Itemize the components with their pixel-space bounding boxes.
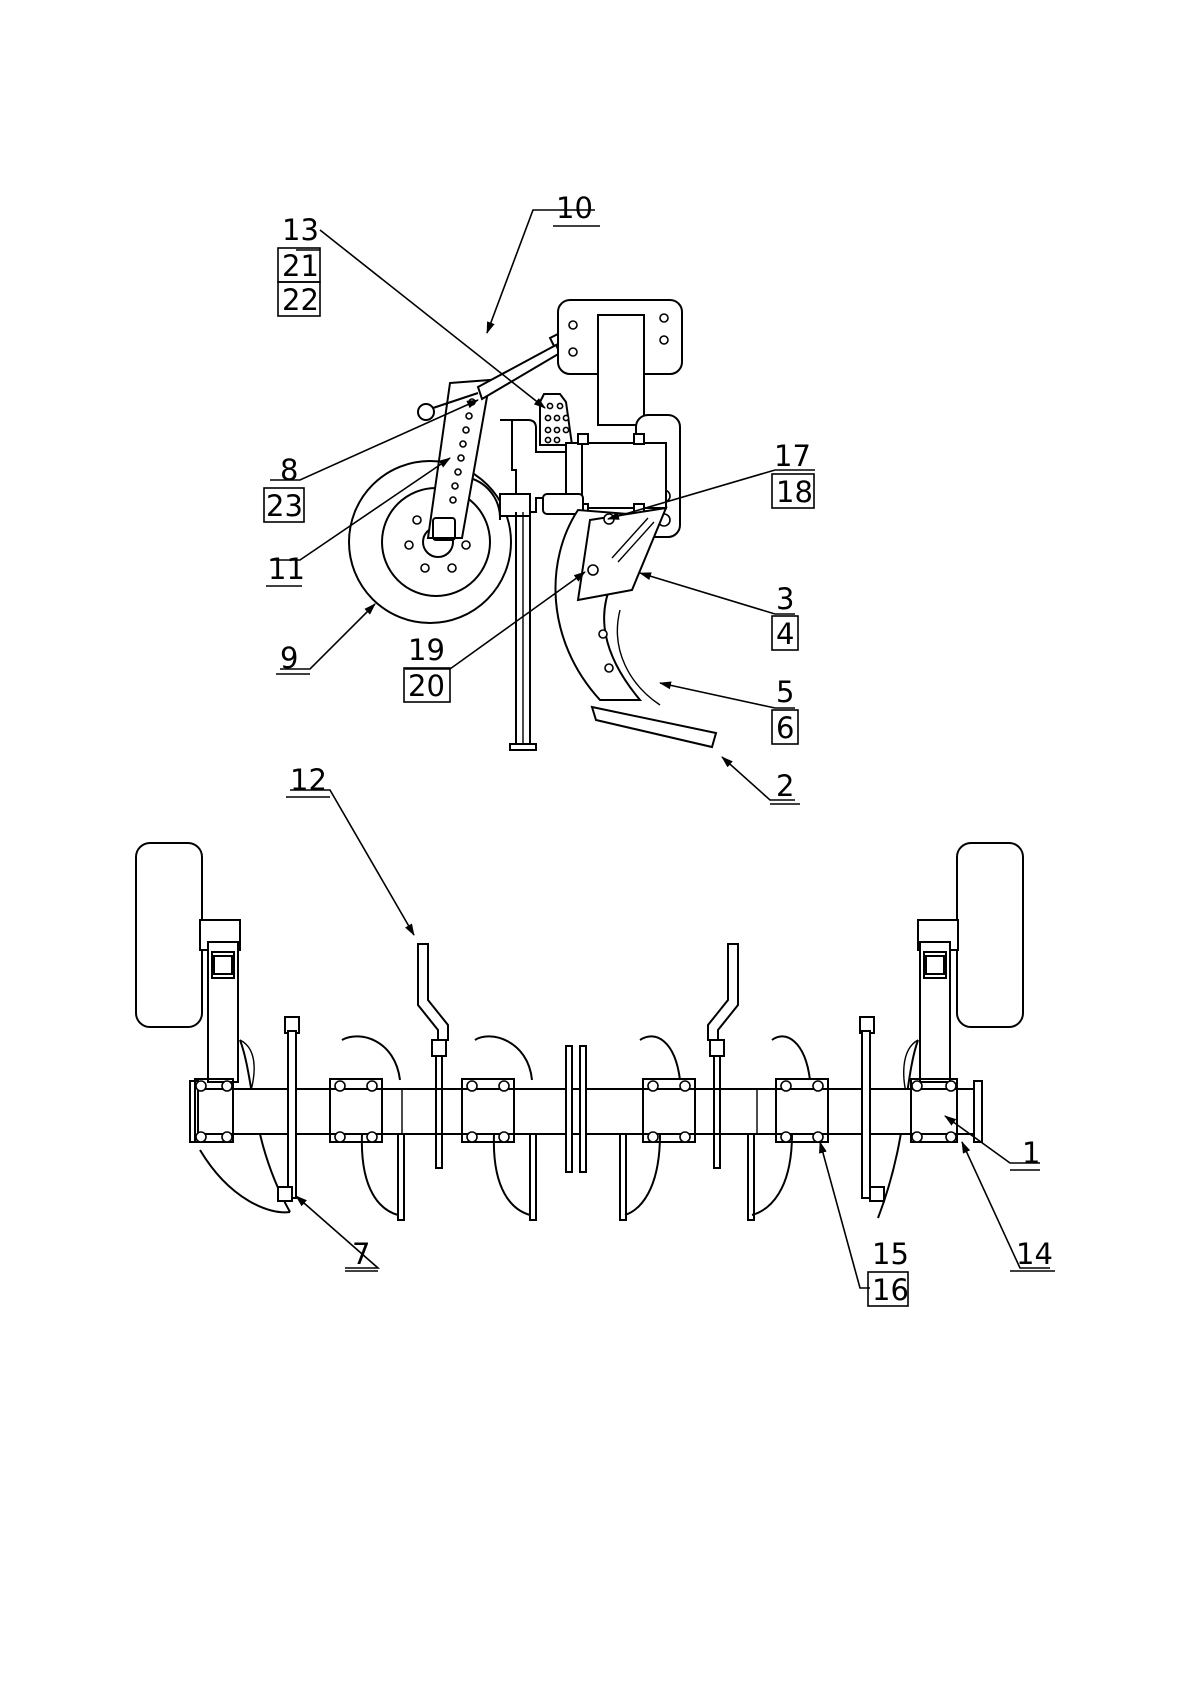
right-wheel-bracket bbox=[878, 920, 958, 1218]
subsoiler-shank bbox=[555, 508, 716, 747]
callout-12: 12 bbox=[286, 763, 330, 797]
callout-18-label: 18 bbox=[776, 475, 813, 509]
callout-15: 15 16 bbox=[868, 1237, 909, 1307]
callout-10-label: 10 bbox=[556, 191, 593, 225]
callout-11-label: 11 bbox=[268, 552, 305, 586]
callout-1: 1 bbox=[1010, 1136, 1040, 1170]
callout-10: 10 bbox=[553, 191, 600, 226]
left-wheel-bracket bbox=[200, 920, 290, 1212]
callout-17-label: 17 bbox=[774, 439, 811, 473]
callout-14: 14 bbox=[1010, 1237, 1055, 1271]
callout-17: 17 18 bbox=[772, 439, 814, 509]
callout-4-label: 4 bbox=[776, 617, 794, 651]
callout-8-label: 8 bbox=[280, 453, 298, 487]
callout-11: 11 bbox=[266, 552, 305, 586]
callout-22-label: 22 bbox=[282, 283, 319, 317]
callout-2-label: 2 bbox=[776, 769, 794, 803]
callout-6-label: 6 bbox=[776, 711, 794, 745]
callout-1-label: 1 bbox=[1022, 1136, 1040, 1170]
callout-19-label: 19 bbox=[408, 633, 445, 667]
callout-23-label: 23 bbox=[266, 489, 303, 523]
support-stand bbox=[510, 512, 536, 750]
callout-8: 8 23 bbox=[264, 453, 304, 523]
gauge-wheel bbox=[349, 461, 511, 623]
right-wheel bbox=[957, 843, 1023, 1027]
front-view: 12 1 7 15 16 14 bbox=[136, 763, 1055, 1307]
callout-15-label: 15 bbox=[872, 1237, 909, 1271]
callout-7: 7 bbox=[345, 1237, 378, 1271]
mounting-plate-upper bbox=[558, 300, 682, 425]
hole-bracket bbox=[540, 394, 572, 445]
depth-adjust-arm bbox=[428, 380, 490, 540]
callout-7-label: 7 bbox=[352, 1237, 370, 1271]
callout-16-label: 16 bbox=[872, 1273, 909, 1307]
left-wheel bbox=[136, 843, 202, 1027]
callout-21-label: 21 bbox=[282, 249, 319, 283]
callout-5: 5 6 bbox=[772, 675, 798, 745]
callout-13-label: 13 bbox=[282, 213, 319, 247]
callout-9: 9 bbox=[276, 641, 310, 675]
callout-19: 19 20 bbox=[404, 633, 450, 703]
side-view: 10 13 21 22 8 23 11 9 19 20 17 bbox=[264, 191, 815, 804]
callout-12-label: 12 bbox=[290, 763, 327, 797]
callout-3-label: 3 bbox=[776, 582, 794, 616]
callout-2: 2 bbox=[770, 769, 800, 804]
callout-20-label: 20 bbox=[408, 669, 445, 703]
callout-9-label: 9 bbox=[280, 641, 298, 675]
central-clamp bbox=[500, 420, 666, 516]
callout-13: 13 21 22 bbox=[278, 213, 320, 317]
callout-5-label: 5 bbox=[776, 675, 794, 709]
callout-3: 3 4 bbox=[772, 582, 798, 651]
callout-14-label: 14 bbox=[1016, 1237, 1053, 1271]
